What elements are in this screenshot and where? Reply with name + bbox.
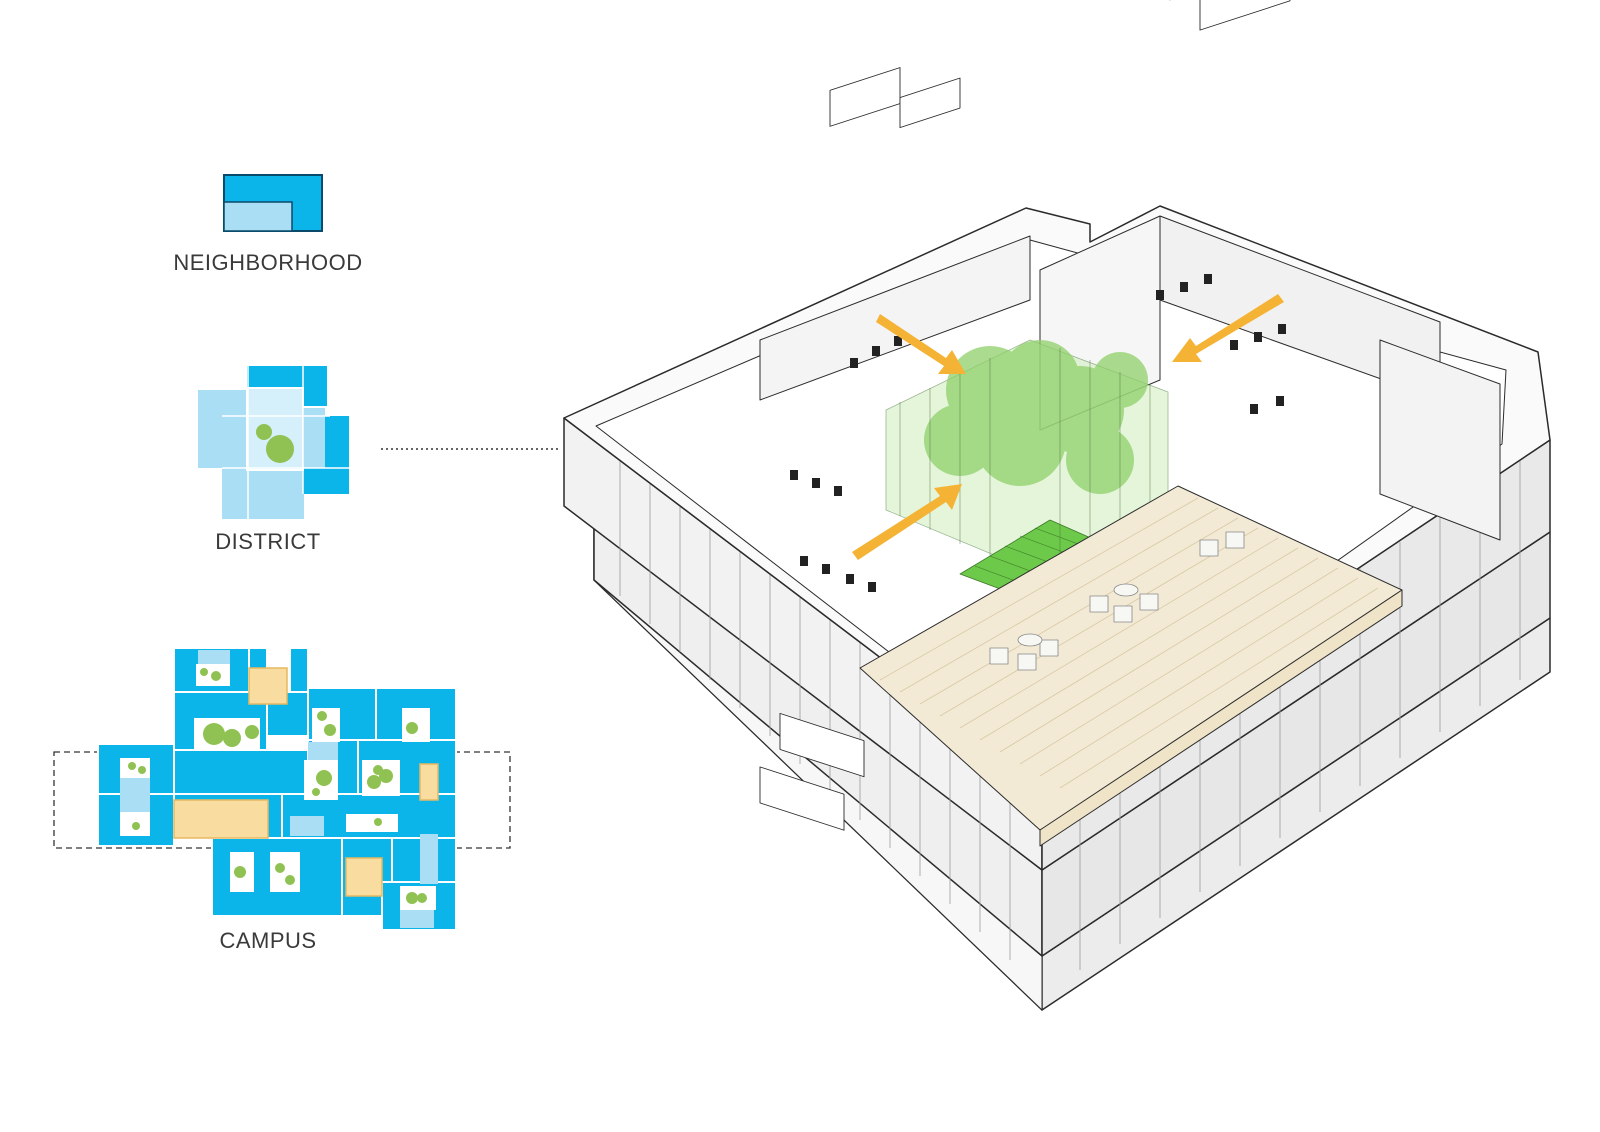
arrow-top-right bbox=[1172, 294, 1284, 362]
arrow-bottom-left bbox=[852, 484, 962, 560]
campus-icon bbox=[53, 647, 511, 931]
district-label: DISTRICT bbox=[215, 529, 321, 554]
neighborhood-icon bbox=[223, 174, 323, 232]
district-icon bbox=[198, 366, 349, 519]
building-axonometric bbox=[563, 0, 1551, 1011]
neighborhood-label: NEIGHBORHOOD bbox=[173, 250, 363, 275]
circulation-arrows bbox=[852, 294, 1284, 560]
campus-label: CAMPUS bbox=[219, 928, 317, 953]
arrow-top-left bbox=[876, 314, 966, 374]
